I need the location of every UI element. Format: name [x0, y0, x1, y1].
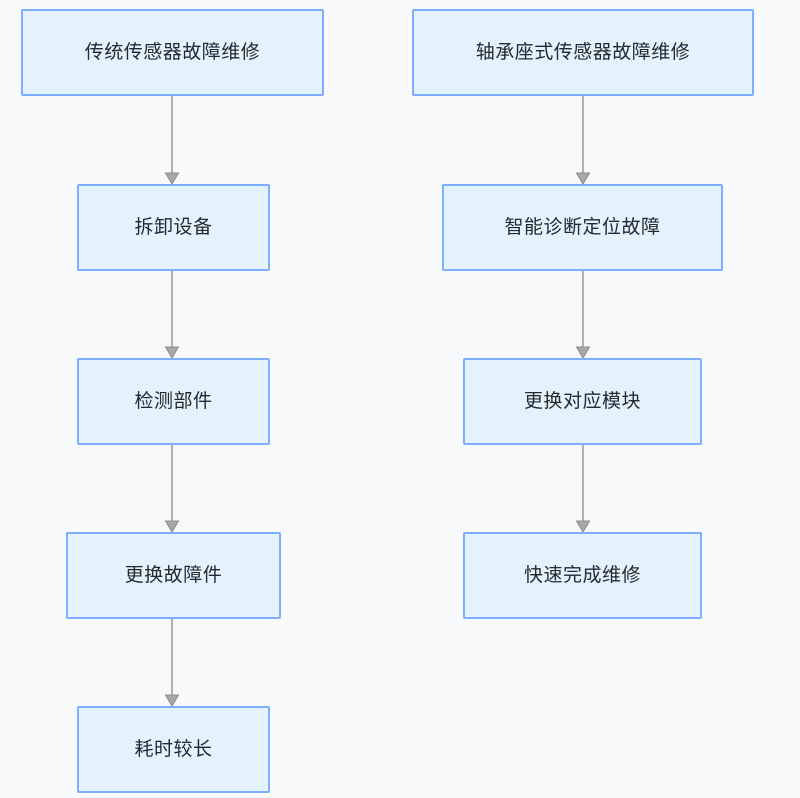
- arrowhead-icon: [164, 520, 180, 533]
- arrowhead-icon: [164, 172, 180, 185]
- arrowhead-icon: [164, 346, 180, 359]
- flow-node-n5[interactable]: 耗时较长: [77, 706, 270, 793]
- flow-node-label: 快速完成维修: [523, 564, 641, 587]
- flow-arrow-n3-to-n4: [164, 445, 180, 533]
- flow-node-n2[interactable]: 拆卸设备: [77, 184, 270, 271]
- arrowhead-icon: [575, 520, 591, 533]
- flow-node-m4[interactable]: 快速完成维修: [463, 532, 702, 619]
- flow-arrow-n4-to-n5: [164, 619, 180, 707]
- flow-arrow-m1-to-m2: [575, 96, 591, 185]
- arrowhead-icon: [575, 172, 591, 185]
- flow-node-label: 更换对应模块: [523, 390, 641, 413]
- flow-node-label: 拆卸设备: [134, 216, 213, 239]
- flow-node-n1[interactable]: 传统传感器故障维修: [21, 9, 324, 96]
- arrowhead-icon: [575, 346, 591, 359]
- flow-arrow-n2-to-n3: [164, 271, 180, 359]
- flow-node-n4[interactable]: 更换故障件: [66, 532, 281, 619]
- flow-node-m1[interactable]: 轴承座式传感器故障维修: [412, 9, 754, 96]
- flow-arrow-n1-to-n2: [164, 96, 180, 185]
- flow-node-m3[interactable]: 更换对应模块: [463, 358, 702, 445]
- flow-node-label: 检测部件: [134, 390, 213, 413]
- flow-node-label: 轴承座式传感器故障维修: [475, 41, 691, 64]
- flow-node-label: 耗时较长: [134, 738, 213, 761]
- flow-node-label: 智能诊断定位故障: [504, 216, 661, 239]
- flow-arrow-m2-to-m3: [575, 271, 591, 359]
- flow-node-label: 传统传感器故障维修: [84, 41, 261, 64]
- flow-node-n3[interactable]: 检测部件: [77, 358, 270, 445]
- flow-arrow-m3-to-m4: [575, 445, 591, 533]
- flow-node-label: 更换故障件: [124, 564, 223, 587]
- flow-node-m2[interactable]: 智能诊断定位故障: [442, 184, 723, 271]
- arrowhead-icon: [164, 694, 180, 707]
